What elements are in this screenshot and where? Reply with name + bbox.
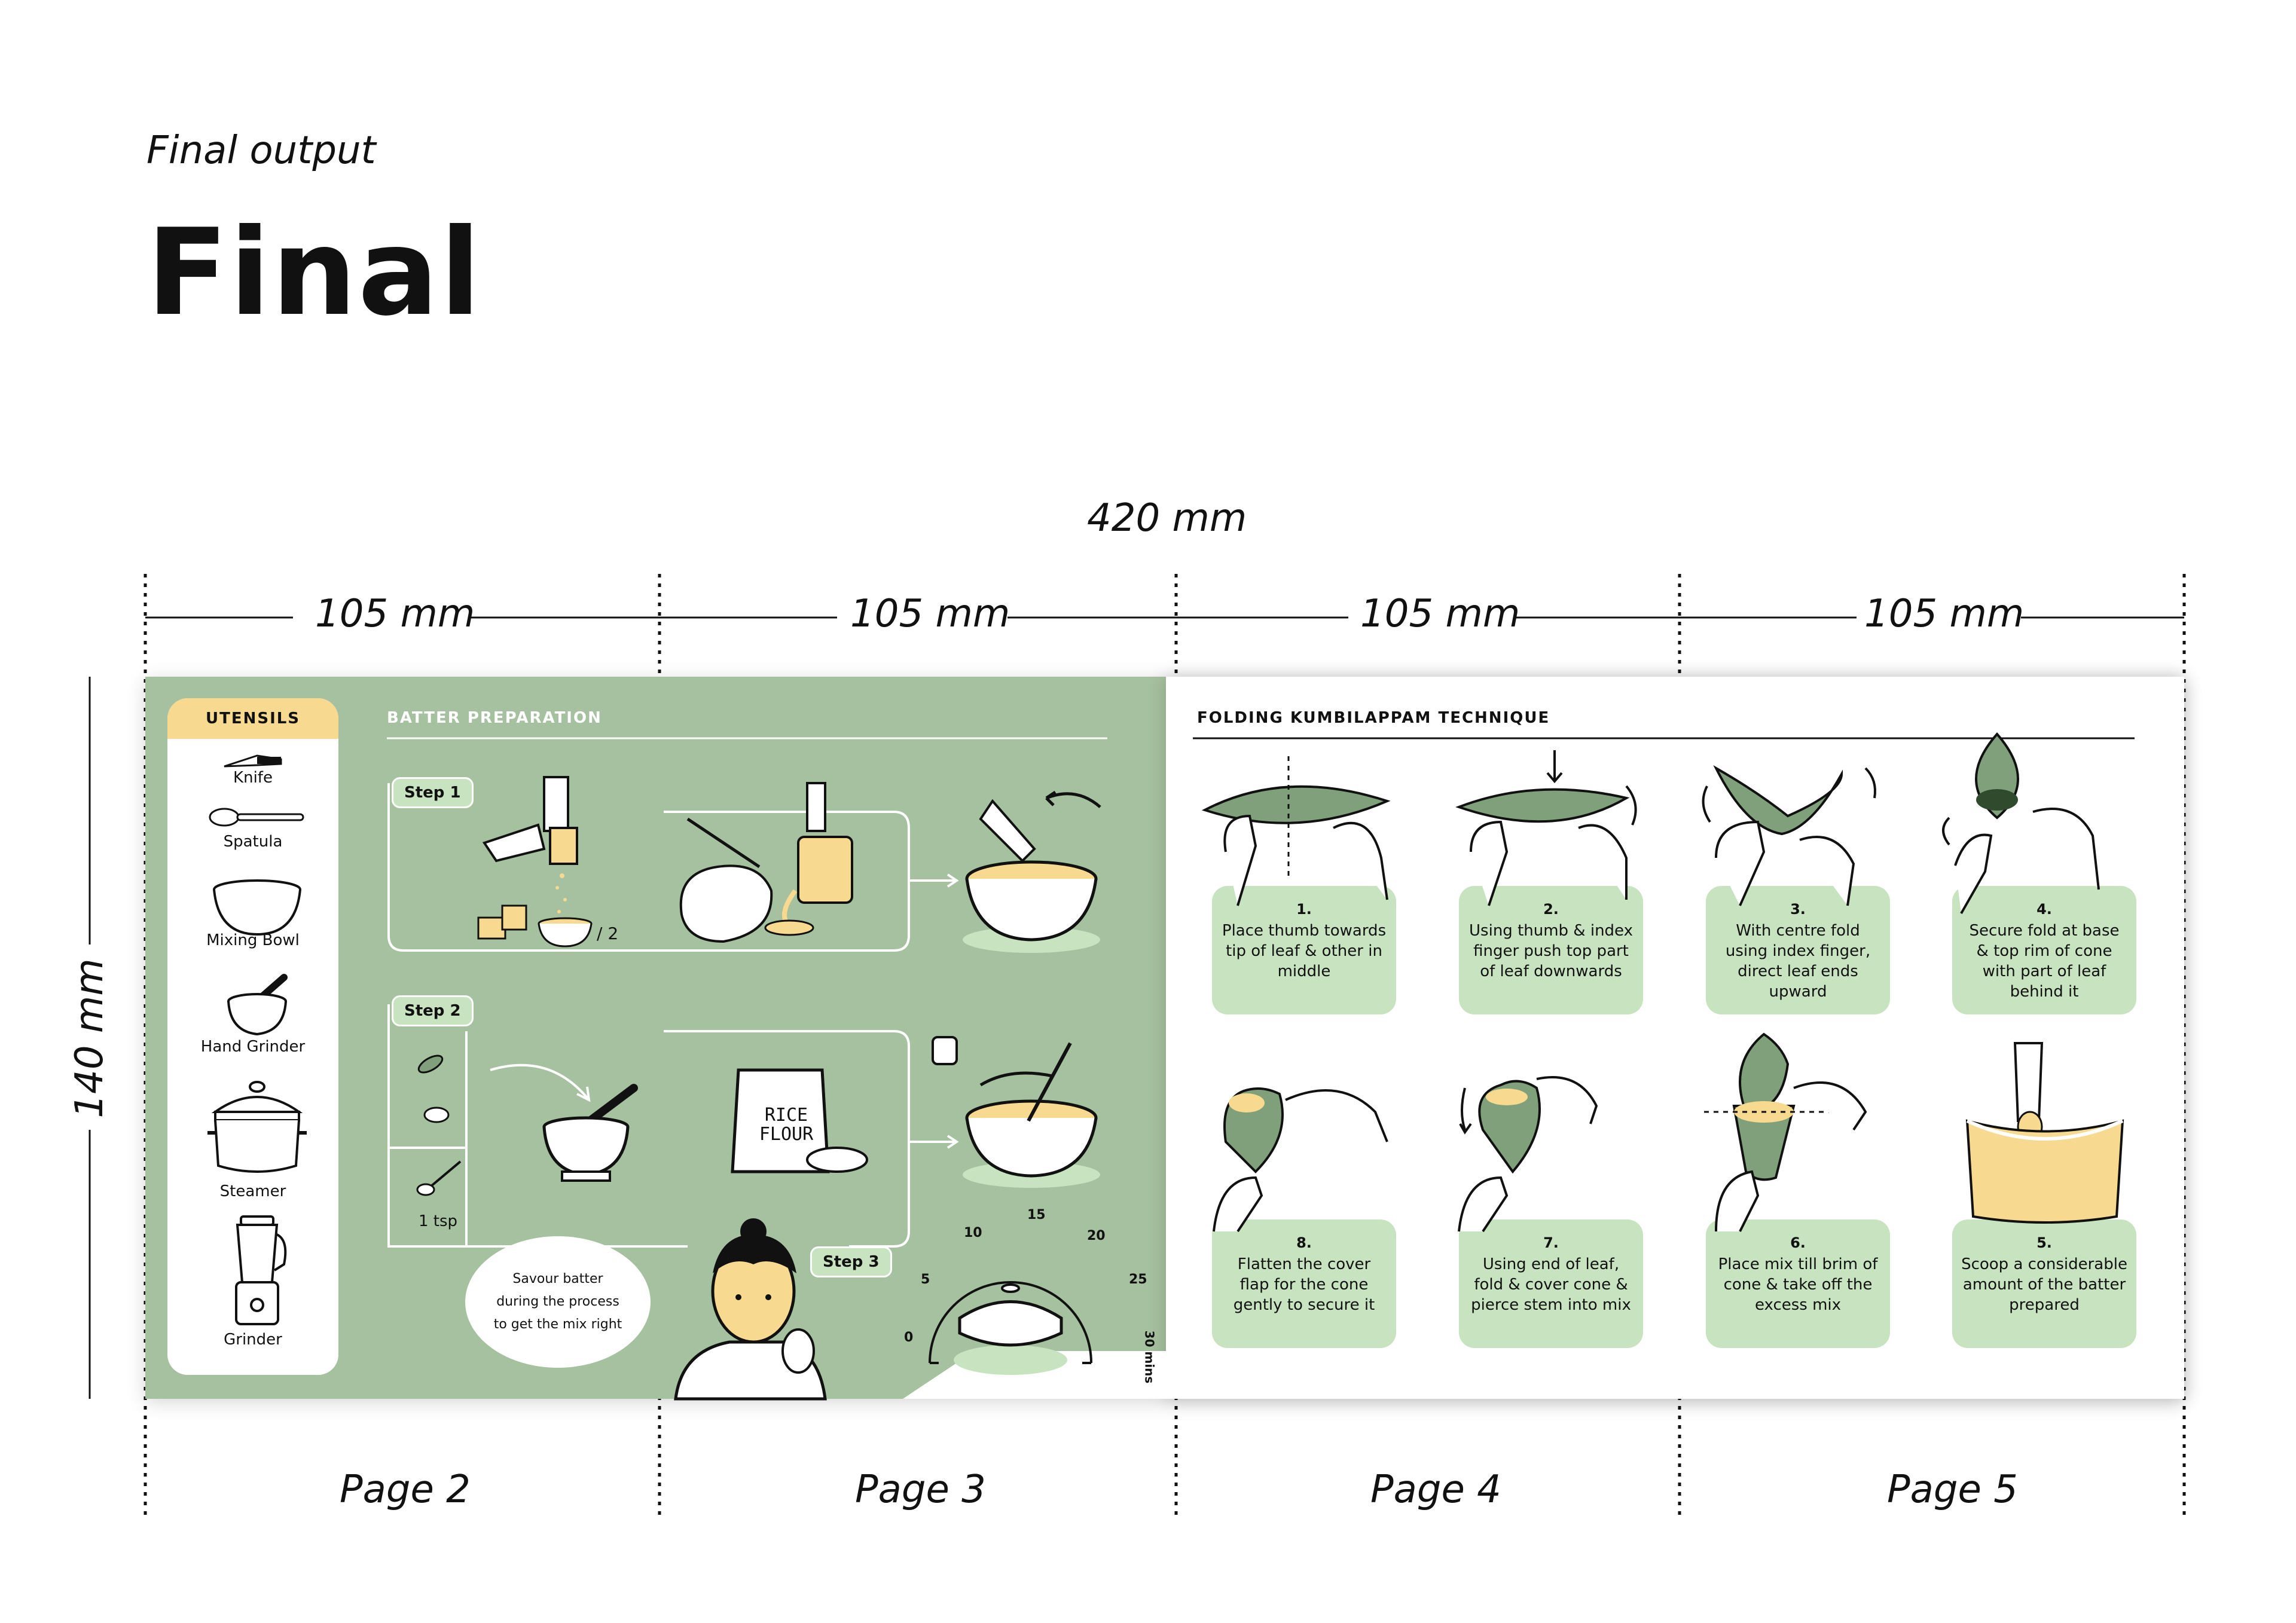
utensil-label-steamer: Steamer [219, 1182, 286, 1200]
step-2-label: Step 2 [392, 995, 474, 1026]
section-width-label-1: 105 mm [315, 592, 475, 636]
leaf-fold-step6-illustration [1704, 1032, 1867, 1232]
utensil-label-hand-grinder: Hand Grinder [200, 1038, 306, 1056]
folding-heading-underline [1193, 737, 2135, 739]
mixing-bowl-icon [213, 879, 301, 936]
speech-bubble-text: Savour batter during the process to get … [493, 1271, 622, 1332]
timer-tick-0: 0 [904, 1330, 914, 1345]
utensil-label-knife: Knife [233, 769, 273, 787]
half-portion-label: / 2 [597, 924, 619, 943]
leaf-fold-step3-illustration [1702, 765, 1876, 906]
folding-step-text: Using thumb & index finger push top part… [1469, 922, 1633, 980]
timer-tick-20: 20 [1087, 1228, 1106, 1243]
teaspoon-label: 1 tsp [419, 1212, 458, 1230]
folding-step-text: Using end of leaf, fold & cover cone & p… [1471, 1255, 1631, 1314]
grinder-blender-icon [235, 1215, 287, 1325]
rice-flour-text-line1: RICE [764, 1105, 808, 1126]
mixing-bowl-step1-illustration [963, 790, 1101, 953]
timer-tick-5: 5 [921, 1272, 930, 1287]
folding-step-number: 4. [2037, 901, 2052, 918]
mortar-pestle-illustration [542, 1084, 638, 1182]
folding-step-card: 6. Place mix till brim of cone & take of… [1706, 1219, 1890, 1348]
leaf-fold-step8-illustration [1213, 1087, 1388, 1233]
grating-jaggery-illustration [477, 776, 578, 940]
knife-icon [224, 754, 282, 768]
batter-heading-underline [387, 737, 1107, 739]
page-label-2: Page 2 [340, 1468, 471, 1512]
rice-flour-bag-illustration [731, 1068, 868, 1173]
step-3-label: Step 3 [810, 1246, 892, 1277]
leaf-fold-step2-illustration [1455, 750, 1637, 906]
folding-step-card: 5. Scoop a considerable amount of the ba… [1952, 1219, 2136, 1348]
folding-technique-heading: FOLDING KUMBILAPPAM TECHNIQUE [1197, 709, 1550, 727]
leaf-fold-step1-illustration [1201, 756, 1391, 906]
folding-step-card: 8. Flatten the cover flap for the cone g… [1212, 1219, 1396, 1348]
folding-step-card: 7. Using end of leaf, fold & cover cone … [1459, 1219, 1643, 1348]
folding-step-text: Scoop a considerable amount of the batte… [1961, 1255, 2127, 1314]
section-width-label-3: 105 mm [1360, 592, 1521, 636]
folding-step-number: 6. [1790, 1234, 1806, 1251]
leaf-fold-step7-illustration [1458, 1076, 1598, 1233]
leaf-fold-step4-illustration [1942, 732, 2100, 914]
folding-step-text: With centre fold using index finger, dir… [1725, 922, 1871, 1001]
folding-step-number: 8. [1296, 1234, 1312, 1251]
utensils-heading: UTENSILS [167, 698, 338, 739]
speech-bubble: Savour batter during the process to get … [465, 1236, 651, 1368]
steamer-icon [207, 1081, 307, 1173]
coconut-pouring-illustration [679, 782, 853, 943]
utensil-label-grinder: Grinder [224, 1331, 282, 1349]
section-width-label-2: 105 mm [850, 592, 1010, 636]
rice-flour-text-line2: FLOUR [759, 1124, 814, 1145]
mixing-bowl-step2-illustration [932, 1036, 1100, 1188]
folding-step-card: 2. Using thumb & index finger push top p… [1459, 886, 1643, 1014]
timer-tick-30: 30 mins [1142, 1330, 1157, 1384]
folding-step-text: Flatten the cover flap for the cone gent… [1233, 1255, 1375, 1314]
folding-step-card: 4. Secure fold at base & top rim of cone… [1952, 886, 2136, 1014]
scoop-batter-illustration [1965, 1042, 2124, 1224]
section-width-label-4: 105 mm [1864, 592, 2025, 636]
folding-step-text: Place thumb towards tip of leaf & other … [1222, 922, 1387, 980]
woman-tasting-illustration [674, 1218, 827, 1401]
steaming-timer-illustration [903, 1281, 1166, 1399]
folding-step-number: 7. [1543, 1234, 1559, 1251]
page-title: Final [146, 203, 483, 343]
timer-tick-15: 15 [1027, 1208, 1046, 1222]
folding-step-number: 5. [2037, 1234, 2052, 1251]
folding-step-number: 3. [1790, 901, 1806, 918]
folding-step-card: 1. Place thumb towards tip of leaf & oth… [1212, 886, 1396, 1014]
total-width-label: 420 mm [1087, 496, 1247, 540]
timer-tick-10: 10 [964, 1225, 982, 1240]
step-1-label: Step 1 [392, 777, 474, 808]
page-label-3: Page 3 [855, 1468, 986, 1512]
spoon-icon [416, 1160, 462, 1196]
hand-grinder-icon [227, 974, 288, 1036]
spatula-icon [209, 808, 304, 827]
folding-step-number: 2. [1543, 901, 1559, 918]
utensil-label-spatula: Spatula [223, 833, 283, 851]
folding-step-number: 1. [1296, 901, 1312, 918]
page-subtitle: Final output [146, 129, 376, 173]
folding-step-text: Place mix till brim of cone & take off t… [1718, 1255, 1878, 1314]
batter-preparation-heading: BATTER PREPARATION [387, 709, 602, 727]
page-label-4: Page 4 [1370, 1468, 1501, 1512]
folding-step-text: Secure fold at base & top rim of cone wi… [1969, 922, 2120, 1001]
small-bowl-icon [538, 917, 593, 947]
page-label-5: Page 5 [1887, 1468, 2018, 1512]
cardamom-icon [417, 1055, 450, 1123]
timer-tick-25: 25 [1129, 1272, 1147, 1287]
folding-step-card: 3. With centre fold using index finger, … [1706, 886, 1890, 1014]
